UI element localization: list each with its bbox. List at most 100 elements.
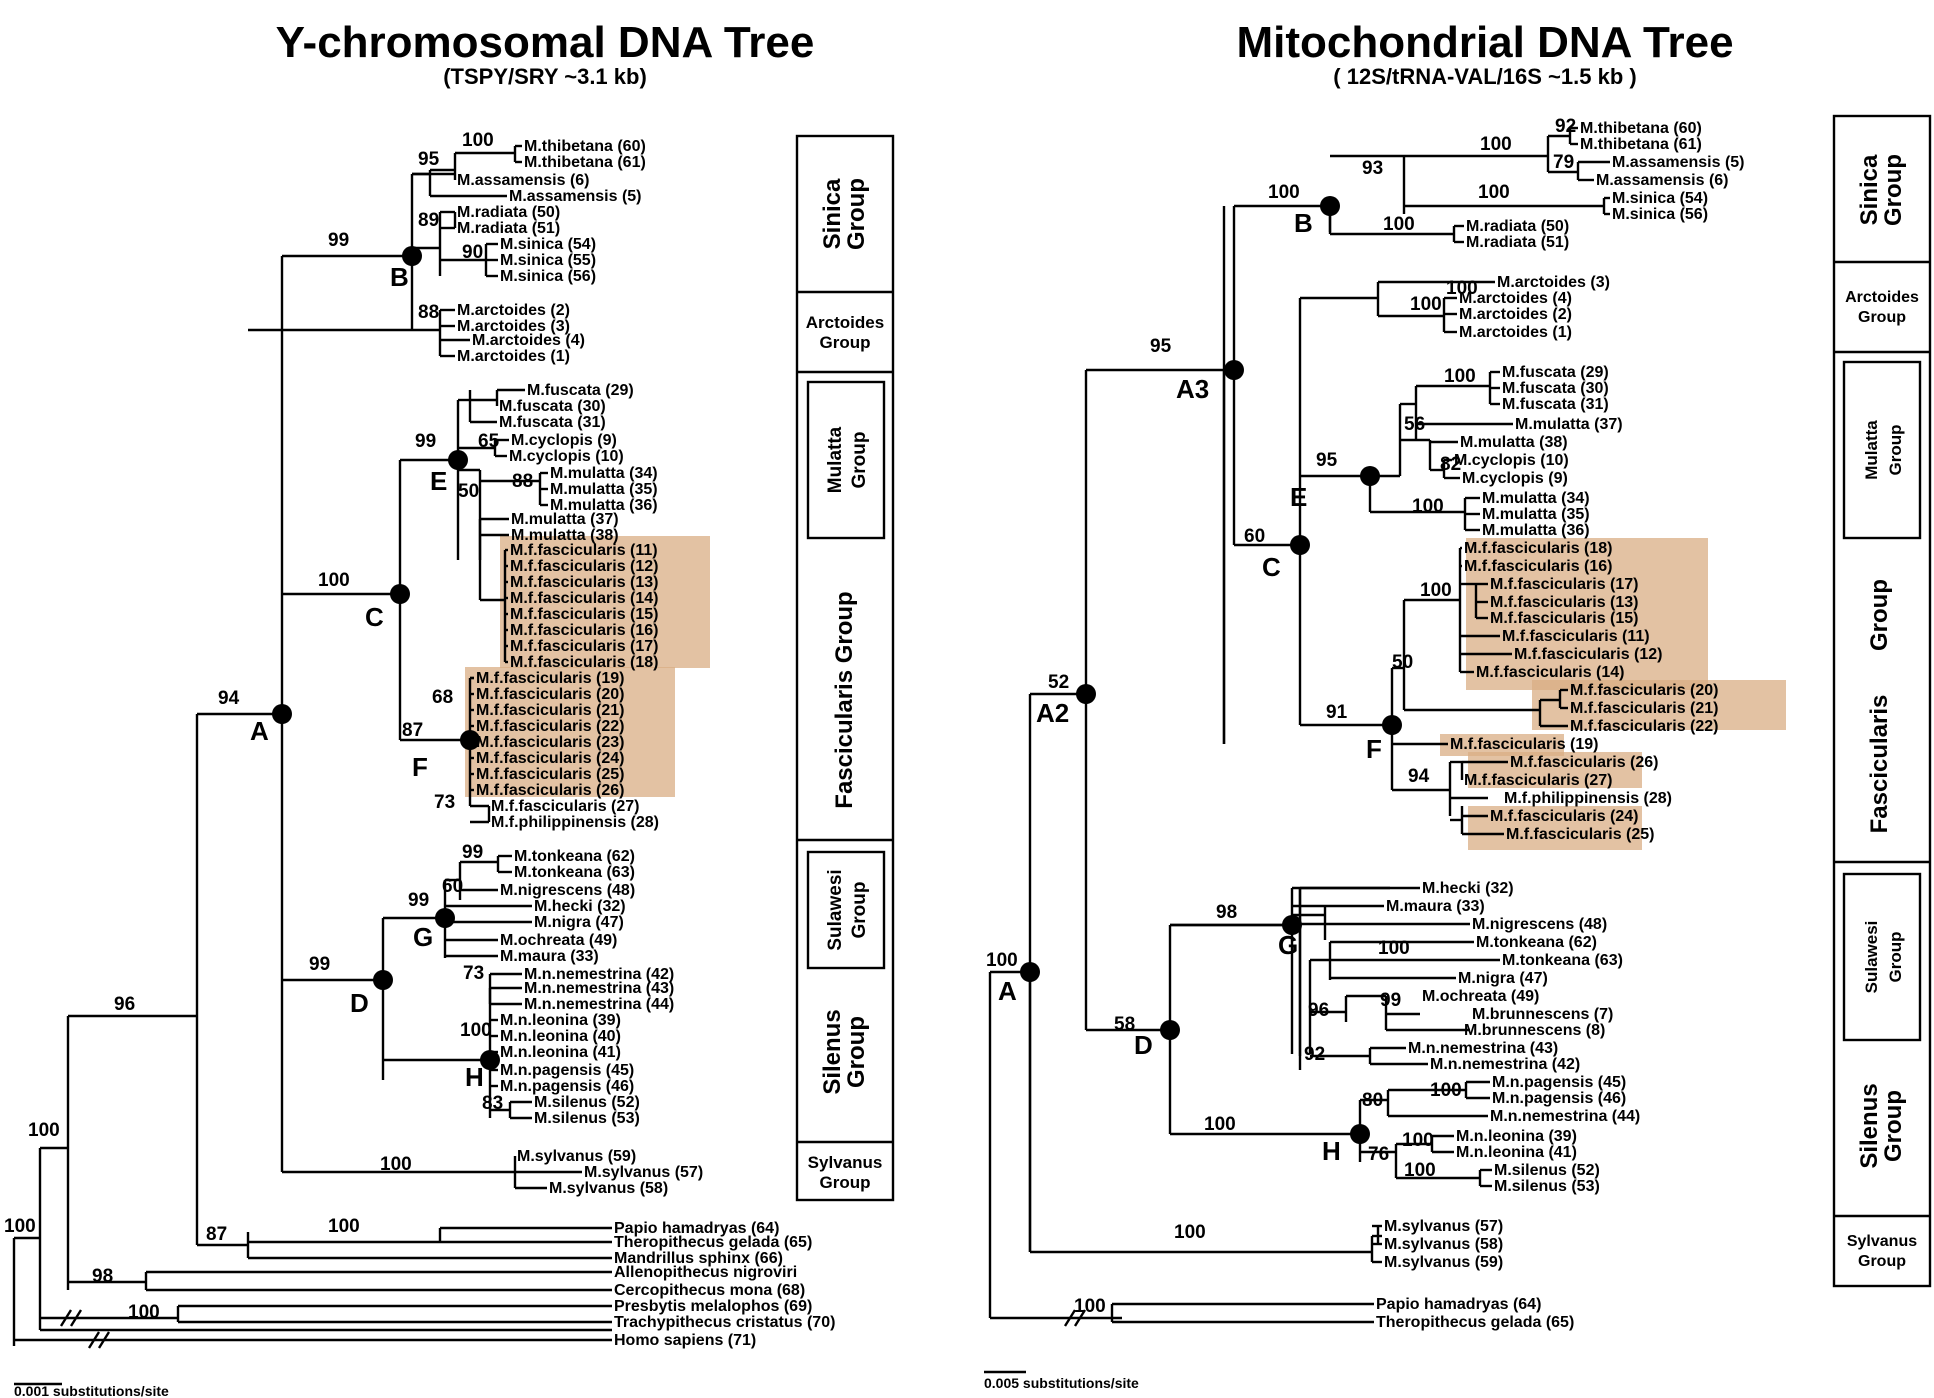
mtree-taxon: M.arctoides (3) xyxy=(1497,274,1610,291)
mtree-taxon: M.sinica (56) xyxy=(1612,206,1708,223)
mtree-node-label: E xyxy=(1290,482,1307,512)
mtree-taxon: M.f.fascicularis (21) xyxy=(1570,700,1719,717)
ytree-taxon: M.assamensis (6) xyxy=(457,172,590,189)
ytree-group-frame xyxy=(795,134,895,1202)
mtree-taxon: M.f.fascicularis (25) xyxy=(1506,826,1655,843)
mtree-taxon: M.mulatta (34) xyxy=(1482,490,1590,507)
ytree-group-sinica-line: Group xyxy=(843,178,870,250)
ytree-bootstrap: 83 xyxy=(482,1093,503,1114)
break-mark xyxy=(59,1309,73,1327)
mtree-taxon: M.f.fascicularis (22) xyxy=(1570,718,1719,735)
ytree-taxon: M.silenus (52) xyxy=(534,1094,640,1111)
break-mark xyxy=(1073,1309,1087,1327)
ytree-taxon: M.sylvanus (57) xyxy=(584,1164,703,1181)
mtree-bootstrap: 92 xyxy=(1304,1044,1325,1065)
mtree-taxon: M.assamensis (5) xyxy=(1612,154,1745,171)
mtree-bootstrap: 58 xyxy=(1114,1014,1135,1035)
ytree-bootstrap: 99 xyxy=(462,842,483,863)
mtree-taxon: M.mulatta (35) xyxy=(1482,506,1590,523)
ytree-taxon: M.tonkeana (63) xyxy=(514,864,635,881)
mtree-group-silenus-line: Group xyxy=(1880,1090,1907,1162)
mtree-taxon: M.ochreata (49) xyxy=(1422,988,1539,1005)
ytree-group-silenus-line: Silenus xyxy=(819,1009,846,1094)
node-dot xyxy=(373,970,393,990)
mtree-node-label: B xyxy=(1294,208,1313,238)
ytree-bootstrap: 50 xyxy=(458,481,479,502)
mtree-taxon: Papio hamadryas (64) xyxy=(1376,1296,1541,1313)
node-dot xyxy=(1224,360,1244,380)
mtree-taxon: M.n.leonina (39) xyxy=(1456,1128,1577,1145)
mtree-node-label: H xyxy=(1322,1136,1341,1166)
mtree-bootstrap: 50 xyxy=(1392,652,1413,673)
mtree-taxon: Theropithecus gelada (65) xyxy=(1376,1314,1574,1331)
mtree-node-label: F xyxy=(1366,734,1382,764)
ytree-taxon: M.n.nemestrina (43) xyxy=(524,980,674,997)
break-mark xyxy=(87,1331,101,1349)
mtree-taxon: M.fuscata (31) xyxy=(1502,396,1609,413)
ytree-bootstrap: 68 xyxy=(432,687,453,708)
mtree-bootstrap: 91 xyxy=(1326,702,1348,723)
ytree-taxon: M.arctoides (3) xyxy=(457,318,570,335)
ytree-taxon: M.n.pagensis (46) xyxy=(500,1078,634,1095)
mtree-bootstrap: 60 xyxy=(1244,526,1265,547)
mulatta-box xyxy=(1842,360,1922,540)
ytree-taxon: M.f.fascicularis (27) xyxy=(491,798,640,815)
ytree-taxon: Presbytis melalophos (69) xyxy=(614,1298,812,1315)
ytree-bootstrap: 94 xyxy=(218,688,240,709)
ytree-taxon: M.f.fascicularis (19) xyxy=(476,670,625,687)
ytree-taxon: M.silenus (53) xyxy=(534,1110,640,1127)
mtree-taxon: M.thibetana (60) xyxy=(1580,120,1702,137)
sulawesi-box xyxy=(806,850,886,970)
mtree-taxon: M.thibetana (61) xyxy=(1580,136,1702,153)
mtree-bootstrap: 96 xyxy=(1308,1000,1329,1021)
mtree-taxon: M.mulatta (37) xyxy=(1515,416,1623,433)
ytree-taxon: M.f.fascicularis (23) xyxy=(476,734,625,751)
mtree-taxon: M.tonkeana (62) xyxy=(1476,934,1597,951)
mtree-group-mulatta-line: Group xyxy=(1886,425,1905,476)
ytree-taxon: M.f.fascicularis (18) xyxy=(510,654,659,671)
ytree-taxon: Trachypithecus cristatus (70) xyxy=(614,1314,835,1331)
ytree-taxon: M.f.fascicularis (20) xyxy=(476,686,625,703)
ytree-taxon: M.f.fascicularis (16) xyxy=(510,622,659,639)
ytree-taxon: Papio hamadryas (64) xyxy=(614,1220,779,1237)
fascicularis-highlight xyxy=(1468,752,1642,788)
ytree-bootstrap: 87 xyxy=(206,1224,227,1245)
mtree-bootstrap: 100 xyxy=(1383,214,1415,235)
mtree-node-label: A xyxy=(998,976,1017,1006)
mtree-bootstrap: 56 xyxy=(1404,414,1425,435)
ytree-taxon: Cercopithecus mona (68) xyxy=(614,1282,805,1299)
mtree-taxon: M.cyclopis (9) xyxy=(1462,470,1568,487)
node-dot xyxy=(1076,684,1096,704)
ytree-taxon: M.f.fascicularis (11) xyxy=(510,542,658,559)
ytree-group-sinica-line: Sinica xyxy=(819,178,846,249)
ytree-taxon: M.mulatta (36) xyxy=(550,497,658,514)
ytree-bootstrap: 73 xyxy=(434,792,455,813)
ytree-title: Y-chromosomal DNA Tree xyxy=(275,18,815,67)
mtree-bootstrap: 100 xyxy=(1412,496,1444,517)
mtree-taxon: M.n.nemestrina (42) xyxy=(1430,1056,1580,1073)
ytree-bootstrap: 65 xyxy=(478,431,500,452)
mtree-taxon: M.hecki (32) xyxy=(1422,880,1514,897)
ytree-taxon: M.mulatta (35) xyxy=(550,481,658,498)
ytree-taxon: M.f.fascicularis (25) xyxy=(476,766,625,783)
ytree-taxon: M.radiata (51) xyxy=(457,220,560,237)
mtree-group-fascicularis: Fascicularis xyxy=(1866,695,1893,834)
mtree-group-frame xyxy=(1832,114,1932,1288)
mtree-taxon: M.n.pagensis (45) xyxy=(1492,1074,1626,1091)
mtree-taxon: M.fuscata (30) xyxy=(1502,380,1609,397)
node-dot xyxy=(272,704,292,724)
mtree-bootstrap: 82 xyxy=(1440,454,1461,475)
break-mark xyxy=(1063,1309,1077,1327)
mtree-taxon: M.mulatta (36) xyxy=(1482,522,1590,539)
break-mark xyxy=(97,1331,111,1349)
mtree-group-sulawesi-line: Group xyxy=(1886,932,1905,983)
